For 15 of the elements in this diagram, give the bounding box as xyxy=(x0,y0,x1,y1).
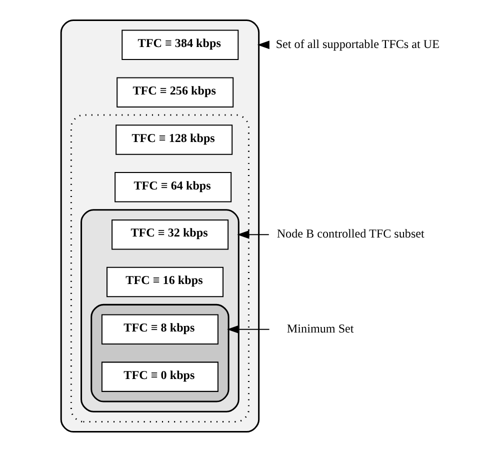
arrow xyxy=(226,325,269,334)
node-text: Set of all supportable TFCs at UE xyxy=(275,37,440,52)
node-box: TFC ≡ 8 kbps xyxy=(100,314,218,345)
node-box: TFC ≡ 384 kbps xyxy=(121,30,238,60)
node-box: TFC ≡ 32 kbps xyxy=(111,219,228,250)
node-box: TFC ≡ 64 kbps xyxy=(114,172,232,202)
node-box: TFC ≡ 0 kbps xyxy=(100,362,218,392)
node-text: Node B controlled TFC subset xyxy=(276,226,424,241)
cluster xyxy=(90,304,229,402)
node-box: TFC ≡ 256 kbps xyxy=(116,77,234,108)
cluster xyxy=(60,19,260,433)
arrow xyxy=(236,230,268,239)
node-box: TFC ≡ 16 kbps xyxy=(106,266,224,298)
node-text: Minimum Set xyxy=(286,322,354,336)
node-box: TFC ≡ 128 kbps xyxy=(115,124,232,155)
